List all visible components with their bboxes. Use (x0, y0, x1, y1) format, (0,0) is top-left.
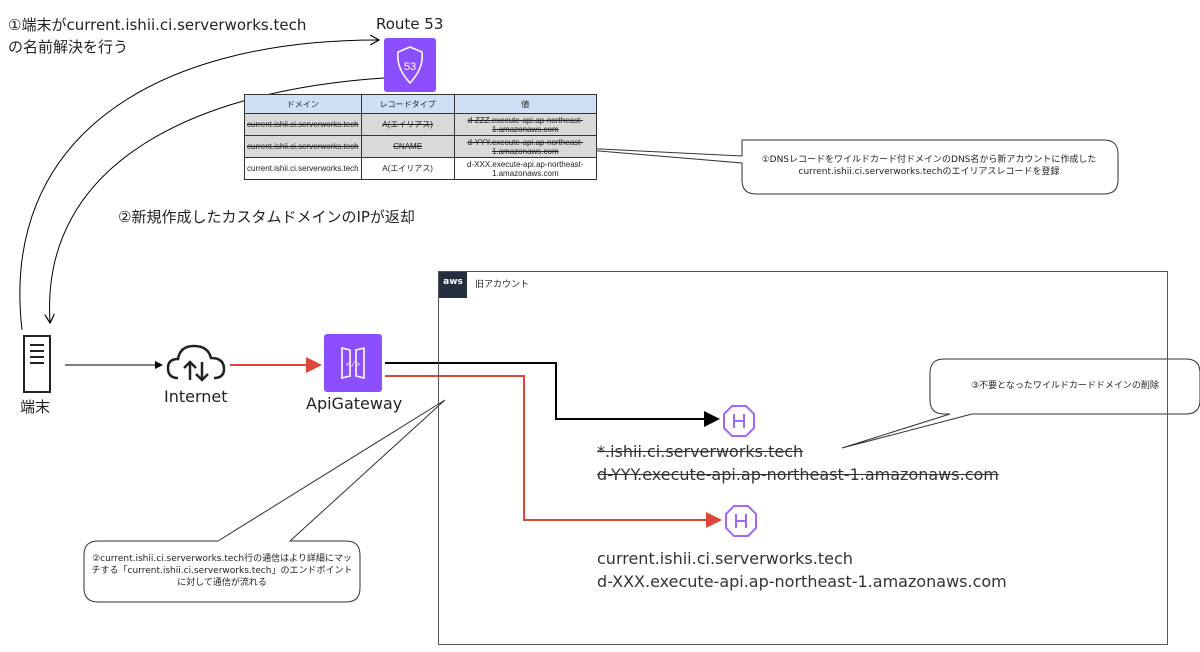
custom-domain-icon (723, 405, 755, 437)
old-endpoint-target: d-YYY.execute-api.ap-northeast-1.amazona… (597, 465, 999, 484)
aws-account-container: aws 旧アカウント (438, 271, 1168, 645)
apigateway-label: ApiGateway (306, 394, 403, 413)
new-endpoint-domain: current.ishii.ci.serverworks.tech (597, 549, 853, 568)
row-value: d-XXX.execute-api.ap-northeast-1.amazona… (453, 157, 598, 180)
reply-curve (50, 77, 385, 322)
step1-label-line1: ①端末がcurrent.ishii.ci.serverworks.tech (8, 16, 307, 34)
api-gateway-icon: </> (341, 346, 365, 380)
apigw-new-endpoint-line (385, 375, 722, 528)
new-endpoint-target: d-XXX.execute-api.ap-northeast-1.amazona… (597, 572, 1007, 591)
table-row: current.ishii.ci.serverworks.tech A(エイリア… (244, 157, 598, 180)
table-row: current.ishii.ci.serverworks.tech A(エイリア… (244, 113, 598, 136)
old-endpoint-domain: *.ishii.ci.serverworks.tech (597, 442, 804, 461)
aws-logo: aws (439, 272, 467, 298)
header-domain: ドメイン (244, 94, 362, 114)
row-value: d-ZZZ.execute-api.ap-northeast-1.amazona… (453, 113, 598, 136)
terminal-icon[interactable] (22, 334, 52, 394)
internet-label: Internet (164, 387, 228, 406)
query-curve (19, 40, 378, 331)
route53-title: Route 53 (376, 15, 444, 33)
header-record-type: レコードタイプ (360, 94, 455, 114)
delete-callout-text: ③不要となったワイルドカードドメインの削除 (971, 381, 1159, 391)
route53-icon[interactable]: 53 (384, 38, 436, 92)
header-value: 値 (453, 94, 598, 114)
delete-callout-shape (841, 358, 1200, 449)
old-endpoint-info: *.ishii.ci.serverworks.tech d-YYY.execut… (597, 440, 999, 486)
terminal-label: 端末 (20, 398, 51, 416)
row-domain: current.ishii.ci.serverworks.tech (244, 113, 362, 136)
row-domain: current.ishii.ci.serverworks.tech (244, 157, 362, 180)
apigateway-icon[interactable]: </> (324, 334, 382, 392)
route-callout-text: ②current.ishii.ci.serverworks.tech行の通信はよ… (91, 554, 353, 588)
step2-label: ②新規作成したカスタムドメインのIPが返却 (118, 208, 415, 226)
dns-callout-shape (539, 139, 1119, 195)
row-type: A(エイリアス) (360, 157, 455, 180)
internet-icon[interactable] (164, 340, 228, 388)
new-endpoint-icon[interactable] (724, 504, 758, 538)
aws-account-label: 旧アカウント (475, 280, 530, 290)
apigw-old-endpoint-line (385, 362, 720, 427)
row-type: A(エイリアス) (360, 113, 455, 136)
step1-label-line2: の名前解決を行う (8, 38, 129, 56)
old-endpoint-icon[interactable] (722, 404, 756, 438)
dns-record-table: ドメイン レコードタイプ 値 current.ishii.ci.serverwo… (244, 94, 598, 180)
step1-label: ①端末がcurrent.ishii.ci.serverworks.tech の名… (8, 14, 306, 58)
new-endpoint-info: current.ishii.ci.serverworks.tech d-XXX.… (597, 547, 1007, 593)
row-value: d-YYY.execute-api.ap-northeast-1.amazona… (453, 135, 598, 158)
row-type: CNAME (360, 135, 455, 158)
cloud-icon (166, 344, 226, 382)
shield-icon: 53 (396, 46, 424, 85)
custom-domain-icon (725, 505, 757, 537)
svg-text:</>: </> (346, 361, 361, 370)
table-row: current.ishii.ci.serverworks.tech CNAME … (244, 135, 598, 158)
table-header-row: ドメイン レコードタイプ 値 (244, 94, 598, 114)
route53-badge: 53 (404, 61, 416, 73)
route-callout-shape (83, 399, 446, 603)
row-domain: current.ishii.ci.serverworks.tech (244, 135, 362, 158)
server-icon (23, 335, 51, 393)
dns-callout-text: ①DNSレコードをワイルドカード付ドメインのDNS名から新アカウントに作成したc… (761, 155, 1097, 177)
